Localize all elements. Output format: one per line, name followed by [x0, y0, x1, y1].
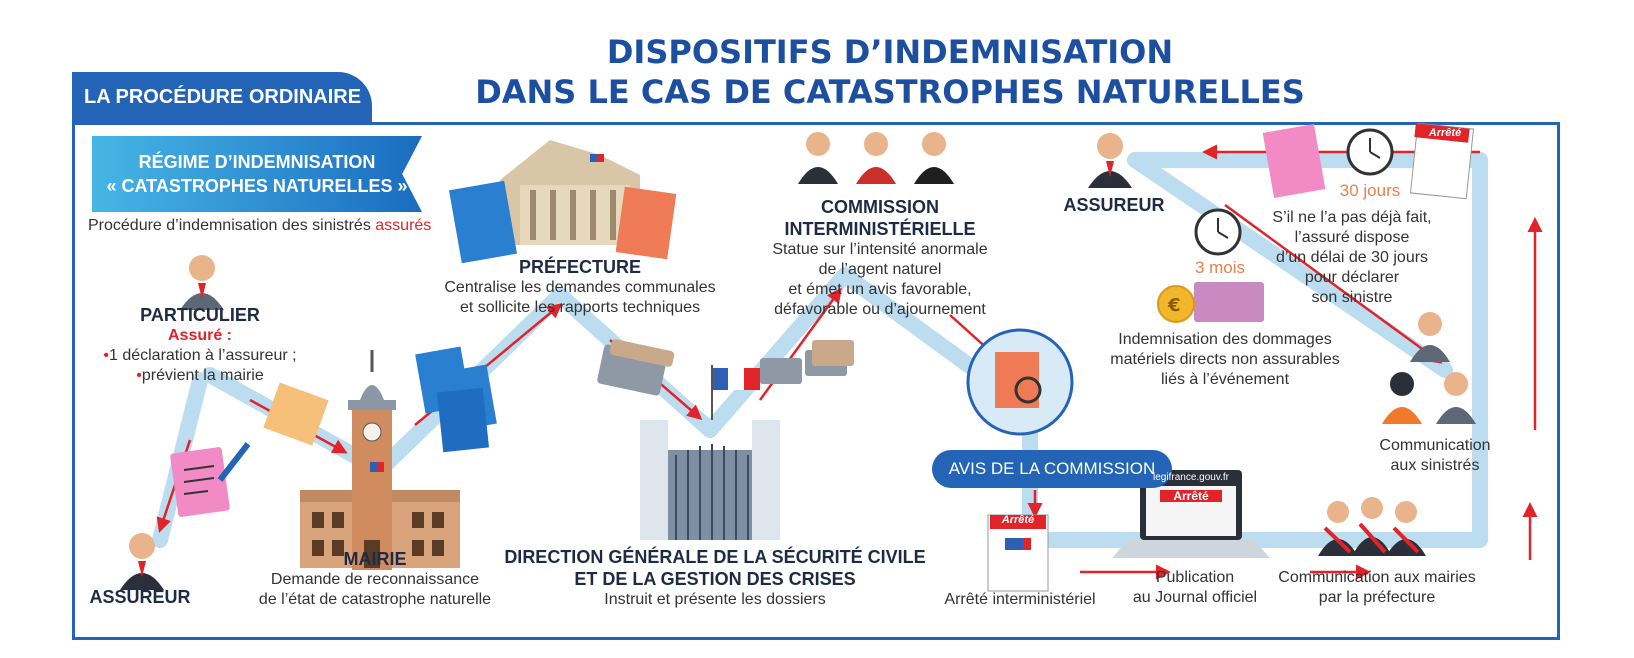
dgscgc-line-2: ET DE LA GESTION DES CRISES — [574, 569, 856, 589]
sinistres-line-2: aux sinistrés — [1390, 457, 1480, 474]
delai-line-3: d’un délai de 30 jours — [1275, 249, 1429, 266]
delai-line-1: S’il ne l’a pas déjà fait, — [1272, 209, 1432, 226]
arrete-document-icon-2 — [1409, 122, 1475, 200]
ribbon-line-2: « CATASTROPHES NATURELLES » — [106, 176, 408, 196]
particulier-sub: Assuré : — [167, 327, 233, 344]
indemnisation-line-3: liés à l’événement — [1160, 371, 1290, 388]
mairies-block: Communication aux mairies par la préfect… — [1262, 568, 1492, 608]
mairie-line-2: de l’état de catastrophe naturelle — [258, 591, 492, 608]
dgscgc-line-1: DIRECTION GÉNÉRALE DE LA SÉCURITÉ CIVILE — [504, 547, 926, 567]
mairies-line-2: par la préfecture — [1318, 589, 1436, 606]
particulier-person-icon — [180, 255, 224, 310]
delay-3-months: 3 mois — [1194, 258, 1246, 277]
publication-block: Publication au Journal officiel — [1110, 568, 1280, 608]
ribbon-line-1: RÉGIME D’INDEMNISATION — [138, 152, 376, 172]
publication-line-1: Publication — [1155, 569, 1235, 586]
prefecture-heading: PRÉFECTURE — [518, 257, 641, 277]
delay-30-days: 30 jours — [1339, 181, 1401, 200]
publication-line-2: au Journal officiel — [1132, 589, 1258, 606]
folders-icon — [597, 339, 675, 396]
magnifier-icon — [966, 328, 1074, 436]
arrete-doc-label-1: Arrêté — [1001, 514, 1035, 526]
mairies-line-1: Communication aux mairies — [1278, 569, 1476, 586]
indemnisation-block: Indemnisation des dommages matériels dir… — [1090, 330, 1360, 390]
sinistres-block: Communication aux sinistrés — [1360, 436, 1510, 476]
prefecture-line-2: et sollicite les rapports techniques — [459, 299, 701, 316]
commission-heading-2: INTERMINISTÉRIELLE — [784, 219, 976, 239]
avis-commission-badge: AVIS DE LA COMMISSION — [932, 450, 1172, 488]
legifrance-label: legifrance.gouv.fr — [1153, 472, 1229, 483]
delai-block: S’il ne l’a pas déjà fait, l’assuré disp… — [1262, 208, 1442, 308]
money-icon: € — [1157, 282, 1264, 323]
arrete-document-icon-1 — [987, 514, 1049, 592]
particulier-bullet-1: 1 déclaration à l’assureur ; — [100, 346, 300, 366]
assureur-left-label: ASSUREUR — [89, 587, 191, 607]
assureur-right-person-icon — [1088, 133, 1132, 188]
prefecture-block: PRÉFECTURE Centralise les demandes commu… — [420, 256, 740, 318]
intro-text: Procédure d’indemnisation des sinistrés … — [88, 216, 448, 236]
delai-line-2: l’assuré dispose — [1294, 229, 1410, 246]
dgscgc-line-3: Instruit et présente les dossiers — [604, 591, 826, 608]
commission-line-3: et émet un avis favorable, — [788, 281, 972, 298]
path-diagonal — [1127, 152, 1453, 378]
regime-ribbon: RÉGIME D’INDEMNISATION « CATASTROPHES NA… — [92, 136, 422, 212]
dossiers-icon-1 — [415, 346, 497, 453]
intro-highlight: assurés — [375, 217, 432, 234]
commission-heading-1: COMMISSION — [820, 197, 939, 217]
prefecture-building-icon — [500, 140, 640, 245]
commission-line-1: Statue sur l’intensité anormale — [772, 241, 988, 258]
sinistres-line-1: Communication — [1379, 437, 1491, 454]
mairie-heading: MAIRIE — [343, 549, 407, 569]
mairie-building-icon — [300, 350, 460, 570]
particulier-bullet-2: prévient la mairie — [100, 366, 300, 386]
clock-30-days-icon — [1346, 128, 1394, 176]
arrete-interministeriel-label: Arrêté interministériel — [944, 591, 1096, 608]
indemnisation-line-1: Indemnisation des dommages — [1118, 331, 1332, 348]
particulier-block: PARTICULIER Assuré : 1 déclaration à l’a… — [100, 304, 300, 386]
diagram-frame — [72, 122, 1560, 640]
page-title: DISPOSITIFS D’INDEMNISATION DANS LE CAS … — [300, 32, 1480, 112]
laptop-icon — [1112, 470, 1270, 558]
clock-3-months-icon — [1194, 208, 1242, 256]
prefecture-line-1: Centralise les demandes communales — [444, 279, 716, 296]
letter-icon — [263, 382, 329, 446]
intro-main: Procédure d’indemnisation des sinistrés — [88, 217, 376, 234]
laptop-arrete-label: Arrêté — [1173, 489, 1209, 503]
assureur-left-person-icon — [120, 533, 164, 590]
procedure-tab: LA PROCÉDURE ORDINAIRE — [72, 72, 372, 122]
svg-text:€: € — [1167, 295, 1181, 316]
declaration-form-icon — [170, 442, 251, 517]
indemnisation-line-2: matériels directs non assurables — [1110, 351, 1340, 368]
mairie-line-1: Demande de reconnaissance — [270, 571, 480, 588]
title-line-2: DANS LE CAS DE CATASTROPHES NATURELLES — [475, 73, 1305, 111]
arrete-doc-label-2: Arrêté — [1428, 127, 1462, 139]
arrow-assureur-sinistres — [1224, 203, 1443, 364]
assureur-right-label: ASSUREUR — [1063, 195, 1165, 215]
delai-line-4: pour déclarer — [1304, 269, 1400, 286]
dgscgc-block: DIRECTION GÉNÉRALE DE LA SÉCURITÉ CIVILE… — [490, 546, 940, 610]
commission-line-4: défavorable ou d’ajournement — [774, 301, 986, 318]
report-document-icon — [449, 180, 677, 264]
title-line-1: DISPOSITIFS D’INDEMNISATION — [606, 33, 1174, 71]
particulier-heading: PARTICULIER — [140, 305, 260, 325]
pink-form-icon — [1262, 123, 1326, 199]
sinistres-people-icon — [1382, 312, 1476, 424]
mayors-icon — [1318, 497, 1426, 556]
commission-people-icon — [798, 132, 954, 184]
commission-block: COMMISSION INTERMINISTÉRIELLE Statue sur… — [755, 196, 1005, 320]
commission-line-2: de l’agent naturel — [818, 261, 942, 278]
dgscgc-gate-icon — [640, 365, 780, 540]
mairie-block: MAIRIE Demande de reconnaissance de l’ét… — [240, 548, 510, 610]
folders-icon-2 — [760, 340, 854, 384]
delai-line-5: son sinistre — [1311, 289, 1393, 306]
